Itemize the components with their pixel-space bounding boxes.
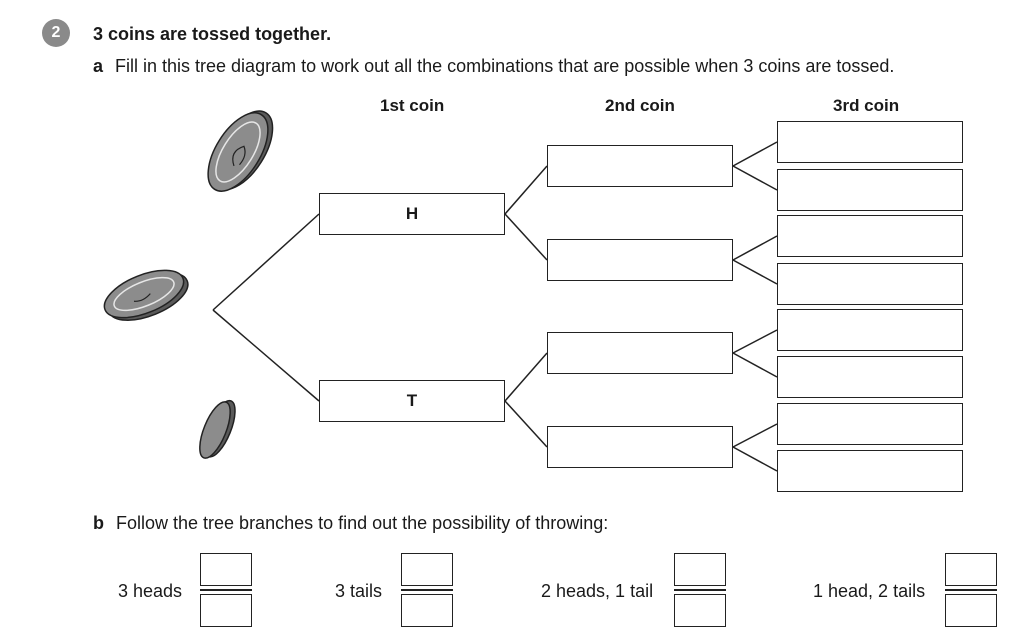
part-a-text: Fill in this tree diagram to work out al… bbox=[115, 56, 895, 76]
second-coin-box[interactable] bbox=[547, 145, 733, 187]
fraction-answer-3-heads bbox=[200, 553, 252, 627]
column-header-1st-coin: 1st coin bbox=[380, 96, 445, 115]
outcome-label-2-heads-1-tail: 2 heads, 1 tail bbox=[541, 581, 654, 601]
third-coin-box[interactable] bbox=[777, 356, 963, 398]
second-coin-box[interactable] bbox=[547, 332, 733, 374]
outcome-label-3-heads: 3 heads bbox=[118, 581, 183, 601]
third-coin-box[interactable] bbox=[777, 450, 963, 492]
fraction-bar bbox=[401, 589, 453, 591]
third-coin-box[interactable] bbox=[777, 403, 963, 445]
fraction-answer-2-heads-1-tail bbox=[674, 553, 726, 627]
branch-t-1 bbox=[504, 352, 548, 402]
question-title: 3 coins are tossed together. bbox=[93, 24, 332, 44]
first-coin-box-bottom[interactable]: T bbox=[319, 380, 505, 422]
branch-2a-1 bbox=[732, 141, 778, 167]
outcome-label-1-head-2-tails: 1 head, 2 tails bbox=[813, 581, 926, 601]
third-coin-box[interactable] bbox=[777, 121, 963, 163]
numerator-box[interactable] bbox=[401, 553, 453, 586]
fraction-bar bbox=[674, 589, 726, 591]
branch-t-2 bbox=[504, 400, 548, 448]
numerator-box[interactable] bbox=[200, 553, 252, 586]
second-coin-box[interactable] bbox=[547, 426, 733, 468]
fraction-bar bbox=[200, 589, 252, 591]
part-a-instruction: a Fill in this tree diagram to work out a… bbox=[93, 56, 894, 77]
third-coin-box[interactable] bbox=[777, 169, 963, 211]
outcome-label-3-tails: 3 tails bbox=[335, 581, 383, 601]
branch-2c-1 bbox=[732, 329, 778, 354]
numerator-box[interactable] bbox=[674, 553, 726, 586]
numerator-box[interactable] bbox=[945, 553, 997, 586]
branch-2a-2 bbox=[732, 165, 778, 191]
part-b-letter: b bbox=[93, 513, 104, 533]
third-coin-box[interactable] bbox=[777, 215, 963, 257]
denominator-box[interactable] bbox=[674, 594, 726, 627]
second-coin-box[interactable] bbox=[547, 239, 733, 281]
denominator-box[interactable] bbox=[945, 594, 997, 627]
part-b-instruction: b Follow the tree branches to find out th… bbox=[93, 513, 608, 534]
branch-2d-1 bbox=[732, 423, 778, 448]
branch-root-h bbox=[212, 213, 320, 311]
question-number-badge: 2 bbox=[42, 19, 70, 47]
branch-2b-1 bbox=[732, 235, 778, 261]
third-coin-box[interactable] bbox=[777, 263, 963, 305]
part-a-letter: a bbox=[93, 56, 104, 76]
branch-2c-2 bbox=[732, 352, 778, 378]
branch-2b-2 bbox=[732, 259, 778, 285]
branch-h-1 bbox=[504, 165, 548, 215]
fraction-answer-3-tails bbox=[401, 553, 453, 627]
branch-root-t bbox=[212, 309, 320, 402]
coin-icon bbox=[207, 110, 274, 192]
branch-2d-2 bbox=[732, 446, 778, 472]
branch-h-2 bbox=[504, 213, 548, 261]
denominator-box[interactable] bbox=[401, 594, 453, 627]
fraction-answer-1-head-2-tails bbox=[945, 553, 997, 627]
denominator-box[interactable] bbox=[200, 594, 252, 627]
third-coin-box[interactable] bbox=[777, 309, 963, 351]
coin-icon bbox=[199, 399, 236, 459]
first-coin-box-top[interactable]: H bbox=[319, 193, 505, 235]
fraction-bar bbox=[945, 589, 997, 591]
part-b-text: Follow the tree branches to find out the… bbox=[116, 513, 609, 533]
column-header-3rd-coin: 3rd coin bbox=[833, 96, 900, 115]
column-header-2nd-coin: 2nd coin bbox=[605, 96, 675, 115]
coin-icon bbox=[103, 269, 189, 321]
